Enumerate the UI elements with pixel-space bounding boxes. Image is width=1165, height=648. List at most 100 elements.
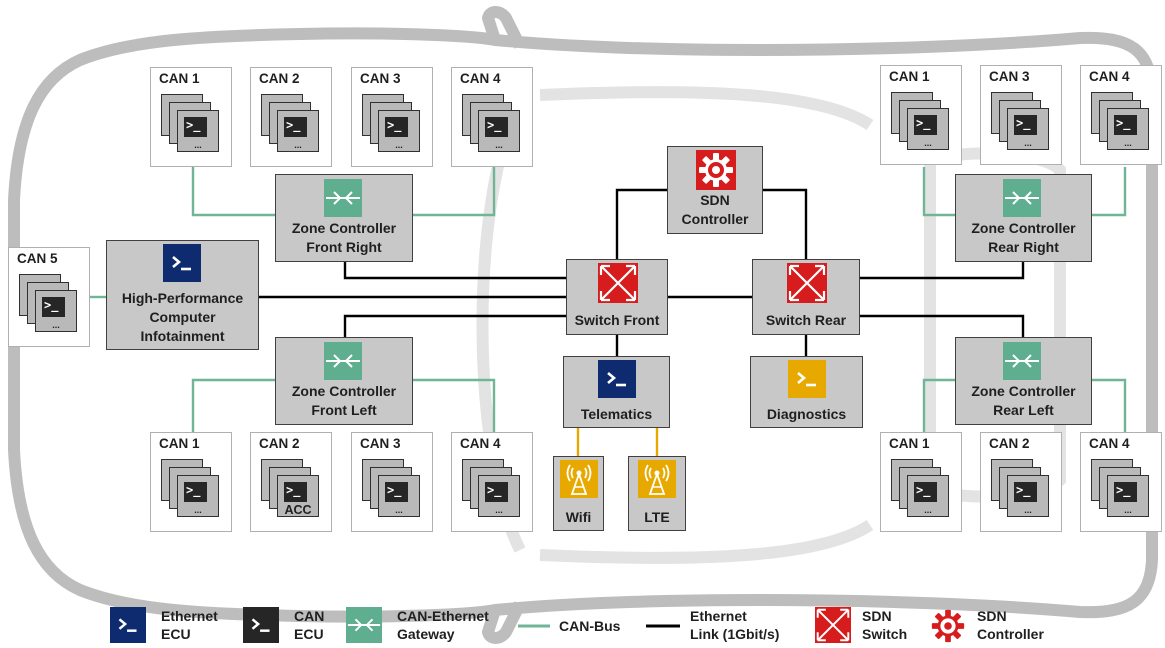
ecu-more-dots: ... (1124, 138, 1132, 148)
can-group-title: CAN 1 (159, 71, 200, 86)
can-ecu-icon: >_... (177, 110, 219, 152)
wifi-module[interactable]: Wifi (553, 456, 604, 531)
can-ecu-icon: >_... (478, 475, 520, 517)
ecu-more-dots: ... (495, 505, 503, 515)
can-bus-fr-right (413, 167, 496, 217)
zone-controller-rear-right[interactable]: Zone Controller Rear Right (955, 174, 1092, 262)
switch-rear-label: Switch Rear (765, 312, 847, 328)
can-group-fl-4[interactable]: CAN 4 >_... (451, 432, 533, 532)
gateway-icon (1003, 179, 1041, 222)
terminal-prompt-icon: >_ (485, 117, 508, 137)
can-ecu-icon: >_... (35, 290, 77, 332)
lte-module[interactable]: LTE (628, 456, 686, 531)
legend-gateway-label: CAN-Ethernet Gateway (397, 608, 489, 642)
can-bus-fl-left (191, 378, 276, 432)
legend-sdn-controller-icon (929, 607, 967, 648)
zone-controller-front-right[interactable]: Zone Controller Front Right (275, 174, 413, 262)
switch-front[interactable]: Switch Front (566, 259, 668, 335)
terminal-prompt-icon: >_ (1014, 115, 1037, 135)
terminal-prompt-icon: >_ (284, 482, 307, 502)
can-group-title: CAN 2 (259, 436, 300, 451)
can-group-title: CAN 4 (460, 71, 501, 86)
sdn-controller[interactable]: SDN Controller (667, 146, 763, 234)
legend-can-bus-label: CAN-Bus (559, 618, 621, 634)
can-group-fr-2[interactable]: CAN 2>_... (250, 67, 332, 167)
can-group-rl-1[interactable]: CAN 1 >_... (880, 432, 962, 532)
terminal-prompt-icon: >_ (184, 482, 207, 502)
high-performance-computer[interactable]: High-Performance Computer Infotainment (106, 240, 259, 350)
terminal-prompt-icon: >_ (914, 482, 937, 502)
eth-sdnctrl-swrear (763, 188, 808, 259)
terminal-prompt-icon: >_ (1114, 115, 1137, 135)
eth-zcfl-swfront (343, 314, 566, 337)
terminal-prompt-icon: >_ (914, 115, 937, 135)
can-ecu-icon: >_... (177, 475, 219, 517)
zone-controller-rear-left-label: Zone Controller Rear Left (971, 383, 1076, 418)
can-group-title: CAN 5 (17, 251, 58, 266)
can-group-title: CAN 4 (1089, 436, 1130, 451)
can-group-title: CAN 3 (989, 69, 1030, 84)
switch-rear[interactable]: Switch Rear (752, 259, 860, 335)
can-bus-rr-right (1092, 167, 1127, 217)
terminal-prompt-icon: >_ (284, 117, 307, 137)
can-bus-rl-right (1092, 378, 1127, 432)
sdn-controller-label: SDN Controller (681, 192, 749, 227)
can-group-rr-3[interactable]: CAN 4>_... (1080, 65, 1162, 165)
can-ecu-icon: >_... (277, 110, 319, 152)
legend-ethernet-ecu-label: Ethernet ECU (161, 608, 218, 642)
diagnostics[interactable]: Diagnostics (750, 356, 863, 428)
can-group-fl-3[interactable]: CAN 3>_... (351, 432, 433, 532)
terminal-prompt-icon: >_ (184, 117, 207, 137)
sdn-switch-icon (598, 263, 638, 308)
wireless-links (576, 428, 659, 456)
car-outline (8, 6, 1158, 644)
switch-front-label: Switch Front (574, 312, 660, 328)
sdn-switch-icon (787, 263, 827, 308)
legend-sdn-switch-label: SDN Switch (862, 608, 908, 642)
can-bus-fr-left (191, 167, 276, 217)
can-group-title: CAN 3 (360, 71, 401, 86)
can-bus-rl-left (922, 378, 956, 432)
zone-controller-front-left[interactable]: Zone Controller Front Left (275, 337, 413, 425)
can-group-fl-1[interactable]: CAN 1 >_... (150, 432, 232, 532)
ethernet-ecu-icon (163, 244, 201, 287)
zone-controller-rear-left[interactable]: Zone Controller Rear Left (955, 337, 1092, 425)
ethernet-ecu-icon (598, 360, 636, 403)
ecu-more-dots: ... (395, 140, 403, 150)
wifi-label: Wifi (565, 509, 592, 525)
legend-sdn-switch-icon (815, 607, 851, 648)
can-group-rl-2[interactable]: CAN 2>_... (980, 432, 1062, 532)
terminal-prompt-icon: >_ (42, 297, 65, 317)
can-ecu-icon: >_... (478, 110, 520, 152)
can-group-title: CAN 4 (460, 436, 501, 451)
ecu-more-dots: ... (1024, 505, 1032, 515)
eth-swrear-zcrr (860, 262, 1025, 280)
ecu-more-dots: ... (194, 505, 202, 515)
can-ecu-icon: >_... (907, 108, 949, 150)
can-group-fr-3[interactable]: CAN 3 >_... (351, 67, 433, 167)
acc-label: ACC (284, 503, 312, 517)
ecu-more-dots: ... (1124, 505, 1132, 515)
can-group-fr-1[interactable]: CAN 1 >_... (150, 67, 232, 167)
zone-controller-front-right-label: Zone Controller Front Right (291, 220, 397, 255)
can-group-rr-2[interactable]: CAN 3 >_... (980, 65, 1062, 165)
can-group-fl-2[interactable]: CAN 2 >_ACC (250, 432, 332, 532)
telematics[interactable]: Telematics (563, 356, 670, 428)
can-group-title: CAN 1 (889, 436, 930, 451)
can-group-hpc-1[interactable]: CAN 5 >_... (8, 247, 90, 347)
can-group-fr-4[interactable]: CAN 4 >_... (451, 67, 533, 167)
gateway-icon (324, 179, 362, 222)
legend-sdn-controller-label: SDN Controller (977, 608, 1044, 642)
can-ecu-icon: >_... (1007, 475, 1049, 517)
can-ecu-icon: >_... (907, 475, 949, 517)
can-group-rr-1[interactable]: CAN 1>_... (880, 65, 962, 165)
can-group-rl-3[interactable]: CAN 4>_... (1080, 432, 1162, 532)
ecu-more-dots: ... (1024, 138, 1032, 148)
terminal-prompt-icon: >_ (385, 117, 408, 137)
terminal-prompt-icon: >_ (1014, 482, 1037, 502)
can-group-title: CAN 3 (360, 436, 401, 451)
gateway-icon (324, 342, 362, 385)
can-ecu-icon: >_... (378, 110, 420, 152)
can-group-title: CAN 1 (159, 436, 200, 451)
